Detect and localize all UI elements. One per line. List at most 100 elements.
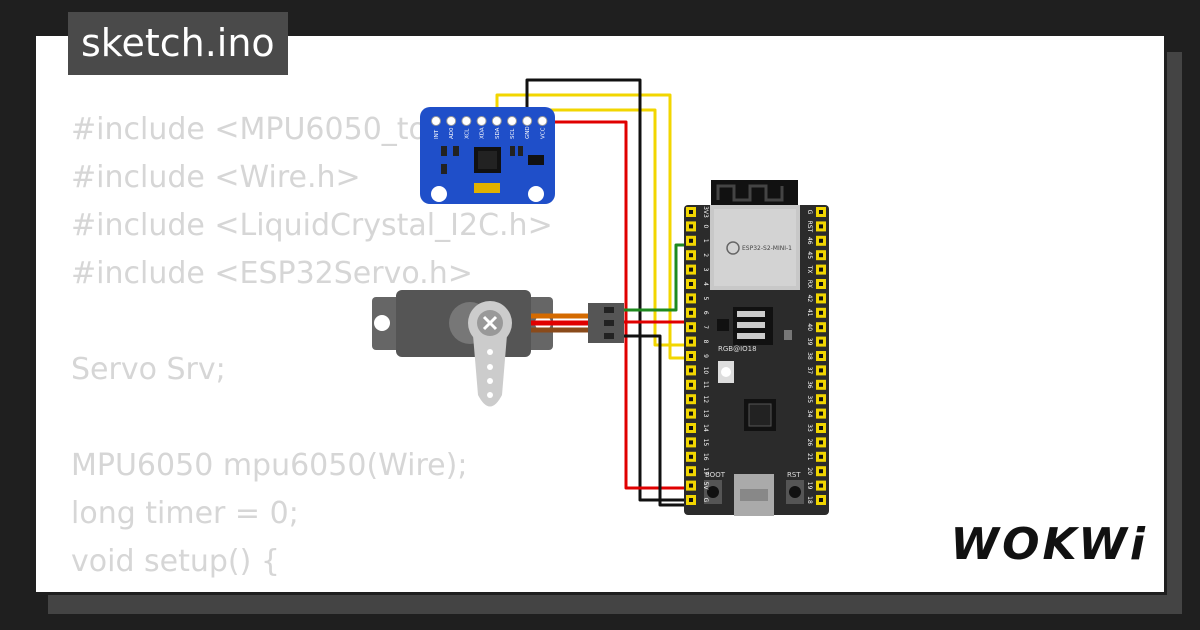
esp-pin[interactable]: 19 <box>806 480 826 491</box>
esp-pin[interactable]: 33 <box>806 423 826 433</box>
svg-text:18: 18 <box>806 496 813 504</box>
module-label: ESP32-S2-MINI-1 <box>742 245 792 252</box>
esp-pin[interactable]: 4 <box>686 279 709 289</box>
svg-text:12: 12 <box>702 395 709 403</box>
svg-text:39: 39 <box>806 338 813 346</box>
esp-pin[interactable]: 18 <box>806 495 826 505</box>
boot-label: BOOT <box>705 471 726 479</box>
esp-pin[interactable]: 42 <box>806 293 826 304</box>
esp-pin[interactable]: 36 <box>806 379 826 390</box>
mpu-pin[interactable]: VCC <box>537 116 548 140</box>
svg-text:36: 36 <box>806 381 813 389</box>
svg-text:14: 14 <box>702 424 709 432</box>
svg-text:46: 46 <box>806 237 813 245</box>
servo-motor[interactable] <box>372 290 624 407</box>
mpu-pin[interactable]: AD0 <box>446 116 457 140</box>
esp-pin[interactable]: 17 <box>686 466 709 477</box>
esp-pin[interactable]: 10 <box>686 365 709 376</box>
esp-pin[interactable]: 35 <box>806 394 826 405</box>
svg-text:19: 19 <box>806 482 813 490</box>
svg-text:3V3: 3V3 <box>702 206 709 218</box>
esp-pin[interactable]: 21 <box>806 451 826 462</box>
svg-text:5: 5 <box>702 296 709 300</box>
esp-pin[interactable]: G <box>806 207 826 217</box>
svg-text:42: 42 <box>806 295 813 303</box>
esp-pin[interactable]: TX <box>806 264 826 275</box>
esp-pin[interactable]: 26 <box>806 437 826 448</box>
wire-gnd[interactable] <box>525 78 690 502</box>
svg-text:17: 17 <box>702 467 709 475</box>
esp-pin[interactable]: RX <box>806 279 826 289</box>
wire-servo-gnd[interactable] <box>620 334 690 507</box>
mpu-pin[interactable]: SDA <box>491 116 502 140</box>
esp32-s2-board[interactable]: ESP32-S2-MINI-1 RGB@IO18 BOOT RST 3V3012… <box>684 180 829 516</box>
svg-text:35: 35 <box>806 395 813 403</box>
esp-pin[interactable]: 9 <box>686 351 709 361</box>
esp-pin[interactable]: 39 <box>806 336 826 347</box>
esp-pin[interactable]: 40 <box>806 322 826 333</box>
esp-pin[interactable]: 37 <box>806 365 826 376</box>
svg-text:1: 1 <box>702 239 709 243</box>
esp-pin[interactable]: 41 <box>806 307 826 318</box>
svg-text:RX: RX <box>806 280 813 288</box>
esp-pin[interactable]: 45 <box>806 250 826 261</box>
rst-label: RST <box>787 471 801 479</box>
file-tab[interactable]: sketch.ino <box>68 12 288 75</box>
esp-pin[interactable]: 38 <box>806 351 826 361</box>
code-line: #include <ESP32Servo.h> <box>71 256 473 291</box>
svg-text:41: 41 <box>806 309 813 317</box>
esp-pin[interactable]: 6 <box>686 307 709 318</box>
esp-pin[interactable]: 7 <box>686 322 709 333</box>
esp-pin[interactable]: 0 <box>686 221 709 232</box>
svg-text:0: 0 <box>702 224 709 228</box>
svg-text:16: 16 <box>702 453 709 461</box>
mpu-pin[interactable]: XCL <box>461 116 472 140</box>
mpu-pin[interactable]: SCL <box>507 116 517 140</box>
svg-text:SCL: SCL <box>510 128 516 139</box>
esp-pin[interactable]: 11 <box>686 379 709 390</box>
mpu-pin[interactable]: INT <box>431 116 441 140</box>
esp-pin[interactable]: 3 <box>686 264 709 275</box>
esp-pin[interactable]: 3V3 <box>686 206 709 218</box>
svg-text:7: 7 <box>702 325 709 329</box>
esp-pin[interactable]: 46 <box>806 235 826 246</box>
svg-text:26: 26 <box>806 439 813 447</box>
esp-pin[interactable]: 2 <box>686 250 709 261</box>
svg-text:G: G <box>702 498 709 503</box>
esp-pin[interactable]: 13 <box>686 408 709 419</box>
svg-text:GND: GND <box>525 126 531 139</box>
esp-pin[interactable]: G <box>686 495 709 505</box>
esp-pin[interactable]: 8 <box>686 336 709 347</box>
code-line: void setup() { <box>71 544 280 579</box>
svg-text:13: 13 <box>702 410 709 418</box>
svg-text:33: 33 <box>806 424 813 432</box>
wire-servo-signal[interactable] <box>620 243 690 312</box>
svg-text:6: 6 <box>702 311 709 315</box>
svg-text:VCC: VCC <box>540 127 546 139</box>
svg-text:20: 20 <box>806 467 813 475</box>
svg-text:TX: TX <box>806 265 813 274</box>
svg-text:40: 40 <box>806 323 813 331</box>
svg-text:45: 45 <box>806 251 813 259</box>
svg-text:11: 11 <box>702 381 709 389</box>
svg-text:10: 10 <box>702 367 709 375</box>
esp-pin[interactable]: 1 <box>686 235 709 246</box>
svg-text:XDA: XDA <box>480 127 486 139</box>
esp-pin[interactable]: 20 <box>806 466 826 477</box>
svg-text:SDA: SDA <box>495 127 501 139</box>
mpu-pin[interactable]: GND <box>522 116 533 140</box>
esp-pin[interactable]: 14 <box>686 423 709 433</box>
esp-pin[interactable]: 15 <box>686 437 709 448</box>
esp-pin[interactable]: 5V <box>686 480 709 491</box>
esp-pin[interactable]: 34 <box>806 408 826 419</box>
wire-sda[interactable] <box>495 93 690 360</box>
svg-text:37: 37 <box>806 367 813 375</box>
esp-pin[interactable]: 5 <box>686 293 709 304</box>
esp-pin[interactable]: RST <box>806 221 826 233</box>
mpu6050-module[interactable]: INT AD0 XCL XDA SDA SCL GND VCC <box>420 107 555 204</box>
code-line: #include <LiquidCrystal_I2C.h> <box>71 208 553 243</box>
svg-text:9: 9 <box>702 354 709 358</box>
mpu-pin[interactable]: XDA <box>476 116 487 140</box>
esp-pin[interactable]: 16 <box>686 451 709 462</box>
esp-pin[interactable]: 12 <box>686 394 709 405</box>
